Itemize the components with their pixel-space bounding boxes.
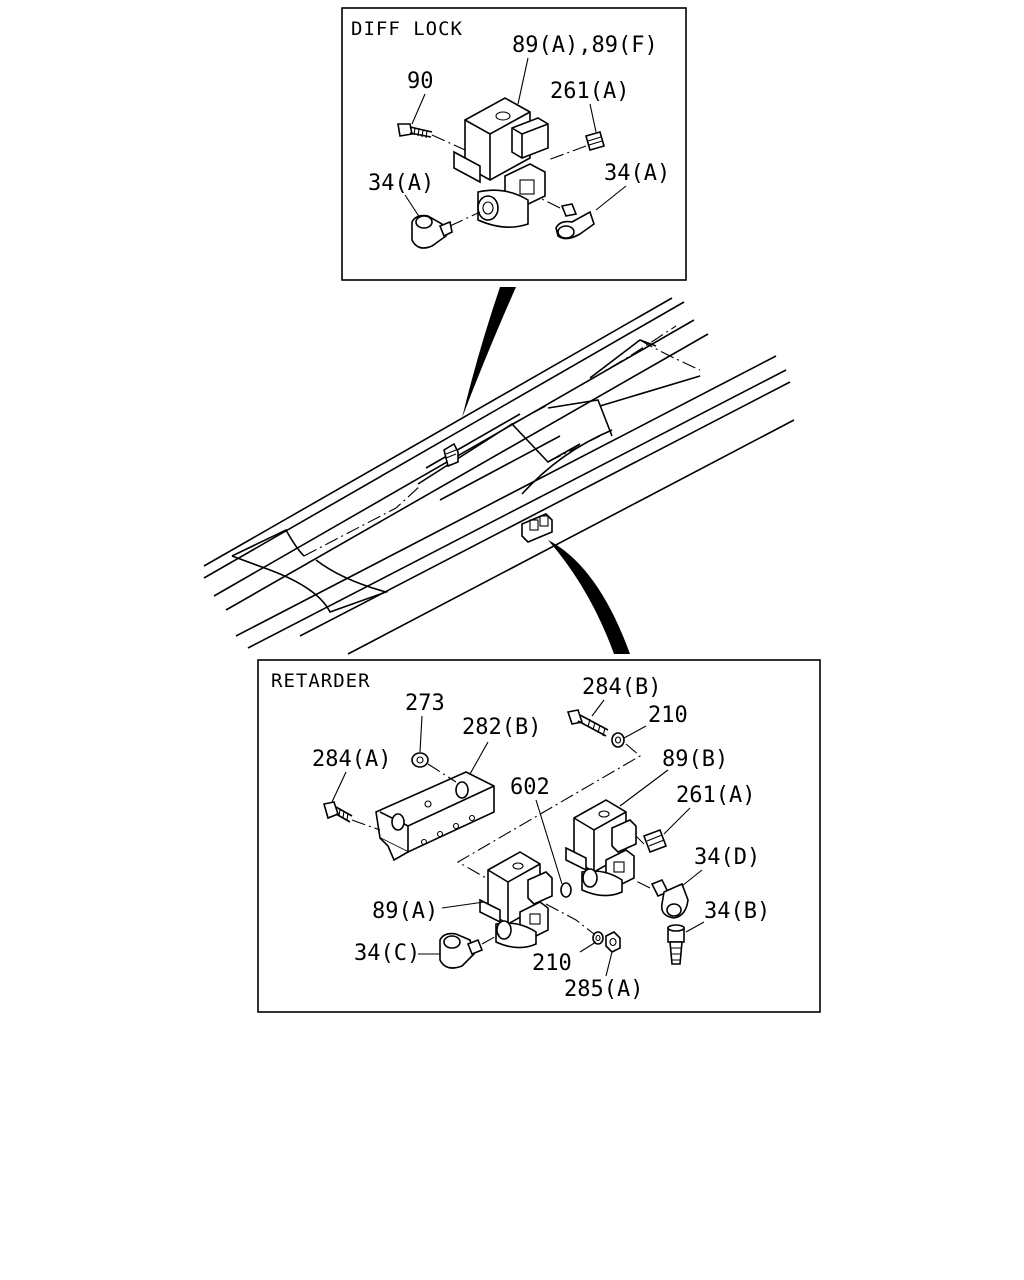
retarder-elbow-34d — [633, 878, 689, 919]
diff-lock-solenoid-valve — [453, 97, 549, 228]
callout-wedge-bottom — [548, 540, 630, 654]
leader-602 — [535, 799, 563, 885]
label-34d: 34(D) — [694, 845, 760, 870]
label-diff-bolt: 90 — [407, 69, 434, 94]
retarder-washer-210-top — [611, 732, 625, 748]
leader-34b — [685, 921, 705, 933]
leader-89a — [441, 901, 485, 909]
label-89a: 89(A) — [372, 899, 438, 924]
retarder-assembly-axis-top — [456, 743, 641, 879]
retarder-panel: RETARDER — [257, 659, 821, 1013]
retarder-solenoid-89b — [565, 799, 637, 897]
frame-diff-valve-marker — [443, 442, 459, 468]
leader-89b — [619, 769, 669, 807]
diff-lock-elbow-right — [539, 197, 595, 240]
label-89b: 89(B) — [662, 747, 728, 772]
label-210-bottom: 210 — [532, 951, 572, 976]
diff-lock-elbow-left — [411, 211, 481, 249]
retarder-fitting-34b — [667, 924, 685, 965]
label-284a: 284(A) — [312, 747, 391, 772]
retarder-bracket-282b — [375, 771, 495, 862]
leader-282b — [469, 741, 489, 775]
retarder-frame — [257, 659, 821, 1013]
label-diff-elbow-left: 34(A) — [368, 171, 434, 196]
leader-285a — [605, 951, 613, 977]
retarder-solenoid-89a — [479, 851, 553, 949]
leader-solenoid — [517, 57, 529, 105]
diff-lock-bolt-90 — [397, 123, 466, 151]
leader-284a — [331, 771, 347, 803]
callout-wedge-top — [462, 287, 516, 418]
chassis-frame — [203, 297, 795, 655]
leader-273 — [419, 715, 423, 753]
diff-lock-title: DIFF LOCK — [351, 18, 463, 40]
leader-210-top — [623, 725, 647, 739]
label-284b: 284(B) — [582, 675, 661, 700]
label-diff-elbow-right: 34(A) — [604, 161, 670, 186]
leader-210-bottom — [579, 941, 597, 953]
label-34c: 34(C) — [354, 941, 420, 966]
retarder-oring-602 — [560, 882, 572, 898]
label-285a: 285(A) — [564, 977, 643, 1002]
label-diff-solenoid: 89(A),89(F) — [512, 33, 658, 58]
label-diff-plug: 261(A) — [550, 79, 629, 104]
leader-bolt-90 — [411, 93, 426, 125]
diff-lock-plug-261a — [547, 131, 605, 161]
leader-34d — [681, 869, 703, 887]
label-602: 602 — [510, 775, 550, 800]
retarder-elbow-34c — [439, 932, 501, 969]
retarder-washer-210-bottom — [592, 931, 604, 945]
leader-elbow-left — [404, 194, 421, 219]
retarder-nut-273 — [411, 752, 457, 783]
retarder-title: RETARDER — [271, 670, 371, 692]
label-261a: 261(A) — [676, 783, 755, 808]
retarder-assembly-axis-bottom — [545, 903, 595, 935]
retarder-bolt-284b — [566, 709, 609, 737]
retarder-bolt-284a — [322, 801, 381, 831]
label-273: 273 — [405, 691, 445, 716]
leader-plug — [589, 103, 597, 133]
retarder-nut-285a — [605, 931, 621, 953]
frame-retarder-valve-marker — [521, 513, 553, 543]
label-282b: 282(B) — [462, 715, 541, 740]
diff-lock-panel: DIFF LOCK — [341, 7, 687, 281]
leader-284b — [591, 699, 605, 717]
leader-elbow-right — [595, 185, 627, 211]
retarder-plug-261a — [635, 828, 668, 854]
leader-261a — [663, 807, 691, 835]
label-34b: 34(B) — [704, 899, 770, 924]
label-210-top: 210 — [648, 703, 688, 728]
